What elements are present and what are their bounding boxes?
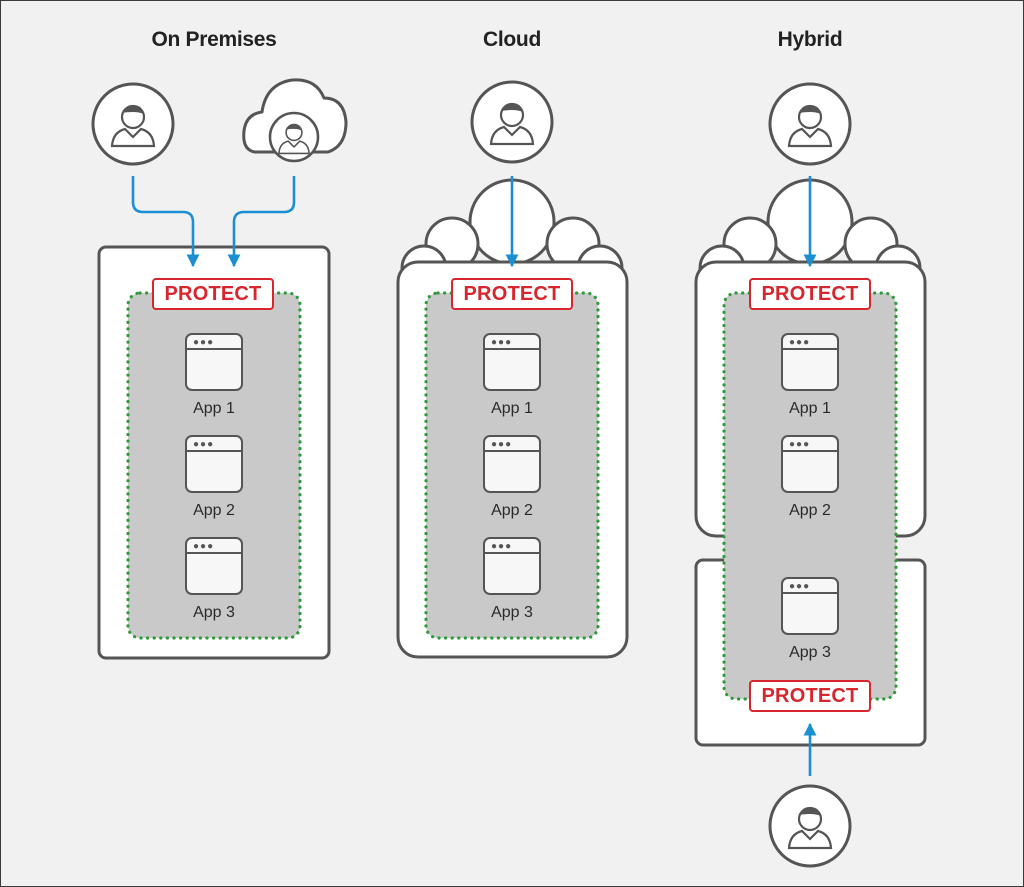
hybrid-bottom-protect-badge: PROTECT: [749, 680, 871, 712]
on-premises-app-3: ●●● App 3: [182, 537, 246, 622]
app-window-icon: ●●●: [185, 435, 243, 493]
app-window-icon: ●●●: [483, 537, 541, 595]
app-label: App 2: [193, 502, 235, 519]
cloud-title: Cloud: [483, 28, 541, 51]
hybrid-app-1: ●●● App 1: [778, 333, 842, 418]
app-label: App 1: [193, 400, 235, 417]
hybrid-section: [694, 82, 927, 868]
cloud-protect-badge: PROTECT: [451, 278, 573, 310]
on-premises-app-2: ●●● App 2: [182, 435, 246, 520]
on-premises-arrow-right: [227, 176, 296, 268]
cloud-app-2: ●●● App 2: [480, 435, 544, 520]
on-premises-protect-badge: PROTECT: [152, 278, 274, 310]
app-label: App 3: [193, 604, 235, 621]
app-window-icon: ●●●: [483, 435, 541, 493]
app-window-icon: ●●●: [483, 333, 541, 391]
on-premises-user-icon: [91, 82, 175, 166]
hybrid-app-3: ●●● App 3: [778, 577, 842, 662]
app-window-icon: ●●●: [781, 435, 839, 493]
cloud-user-icon: [470, 80, 554, 164]
hybrid-top-user-icon: [768, 82, 852, 166]
hybrid-title: Hybrid: [777, 28, 843, 51]
app-label: App 2: [789, 502, 831, 519]
app-label: App 2: [491, 502, 533, 519]
app-label: App 3: [789, 644, 831, 661]
app-window-icon: ●●●: [781, 577, 839, 635]
on-premises-arrow-left: [131, 176, 200, 268]
on-premises-app-1: ●●● App 1: [182, 333, 246, 418]
hybrid-top-protect-badge: PROTECT: [749, 278, 871, 310]
hybrid-app-2: ●●● App 2: [778, 435, 842, 520]
app-window-icon: ●●●: [781, 333, 839, 391]
app-label: App 1: [789, 400, 831, 417]
cloud-user-icon: [242, 78, 348, 163]
cloud-app-3: ●●● App 3: [480, 537, 544, 622]
app-label: App 1: [491, 400, 533, 417]
app-window-icon: ●●●: [185, 537, 243, 595]
app-label: App 3: [491, 604, 533, 621]
cloud-app-1: ●●● App 1: [480, 333, 544, 418]
on-premises-title: On Premises: [151, 28, 277, 51]
app-window-icon: ●●●: [185, 333, 243, 391]
hybrid-bottom-user-icon: [768, 784, 852, 868]
